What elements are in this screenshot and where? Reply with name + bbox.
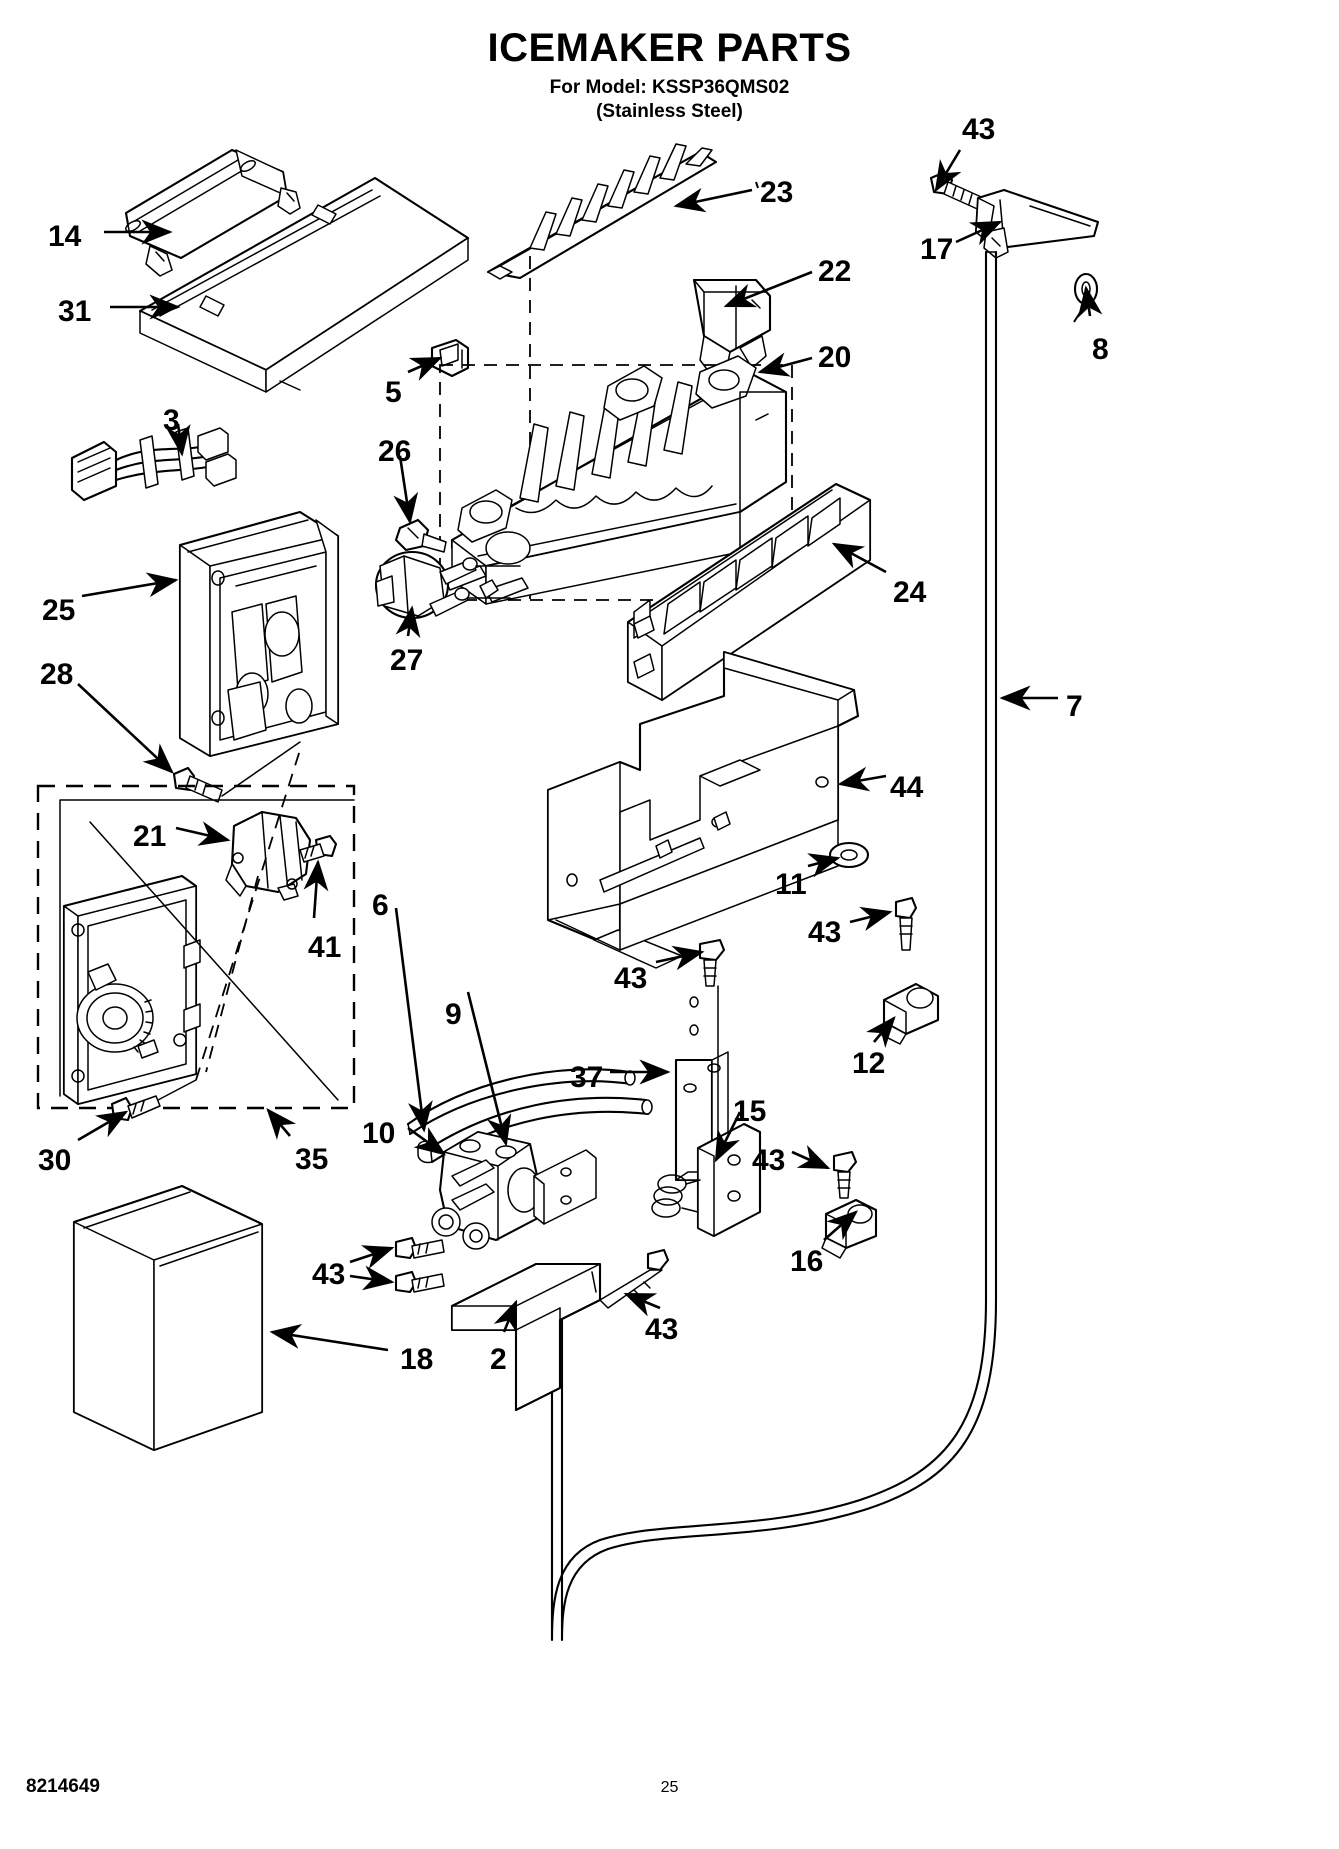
part-43-screw-right-mid — [894, 896, 918, 951]
callout-16: 16 — [790, 1245, 824, 1278]
part-26-bearing-pin — [394, 518, 447, 553]
finish-subtitle: (Stainless Steel) — [596, 100, 743, 122]
title-block: ICEMAKER PARTS For Model: KSSP36QMS02 (S… — [0, 28, 1339, 124]
callout-43-bracket: 43 — [614, 962, 648, 995]
callout-23: 23 — [760, 176, 794, 209]
callout-12: 12 — [852, 1047, 886, 1080]
part-35-motor-mount-plate — [62, 874, 201, 1106]
assembly-line-30 — [157, 1079, 197, 1101]
callout-18: 18 — [400, 1343, 434, 1376]
part-21-icemaker-motor — [225, 810, 312, 901]
group-box-motor-assembly — [36, 784, 356, 1110]
assembly-axis-motor — [195, 749, 301, 1081]
callout-30: 30 — [38, 1144, 72, 1177]
callout-7: 7 — [1066, 690, 1083, 723]
page-title: ICEMAKER PARTS — [487, 26, 852, 70]
callout-8: 8 — [1092, 333, 1109, 366]
part-16-tube-clamp-lower — [821, 1198, 878, 1259]
callout-22: 22 — [818, 255, 852, 288]
model-subtitle: For Model: KSSP36QMS02 — [549, 77, 790, 98]
footer-part-number: 8214649 — [26, 1776, 100, 1797]
part-41-screw — [299, 834, 338, 863]
assembly-reference-lines — [59, 799, 355, 1101]
part-11-grommet-washer — [828, 841, 870, 869]
callout-43-lower-right: 43 — [752, 1144, 786, 1177]
callout-10: 10 — [362, 1117, 396, 1150]
part-12-tube-clamp — [879, 982, 940, 1045]
assembly-axis-motor-2 — [205, 875, 259, 1073]
callout-25: 25 — [42, 594, 76, 627]
part-24-ice-stripper — [626, 482, 872, 702]
callout-37: 37 — [570, 1061, 604, 1094]
callout-6: 6 — [372, 889, 389, 922]
footer-page-number: 25 — [660, 1779, 679, 1796]
callout-27: 27 — [390, 644, 424, 677]
callout-28: 28 — [40, 658, 74, 691]
part-10-water-inlet-valve — [431, 1130, 597, 1250]
callout-43-top-right: 43 — [962, 113, 996, 146]
callout-31: 31 — [58, 295, 92, 328]
callout-3: 3 — [163, 404, 180, 437]
callout-43-right-mid: 43 — [808, 916, 842, 949]
part-7-water-supply-line — [550, 250, 998, 1642]
part-27-drive-motor — [374, 550, 521, 620]
group-box-ice-mold — [439, 364, 793, 601]
callout-35: 35 — [295, 1143, 329, 1176]
callout-43-bottom-center: 43 — [645, 1313, 679, 1346]
callout-11: 11 — [775, 868, 807, 901]
callout-20: 20 — [818, 341, 852, 374]
valve-outlets — [431, 1207, 490, 1250]
part-15-spring-clip-plate — [651, 1122, 762, 1238]
part-18-ice-storage-bin — [72, 1184, 264, 1452]
callout-43-lower-left: 43 — [312, 1258, 346, 1291]
part-43-screw-bottom-right — [832, 1150, 858, 1199]
callout-9: 9 — [445, 998, 462, 1031]
part-20-ice-mold-assembly — [437, 355, 788, 605]
callout-15: 15 — [733, 1095, 767, 1128]
callout-17: 17 — [920, 233, 954, 266]
callout-44: 44 — [890, 771, 924, 804]
part-43-screw-bottom-center — [599, 1248, 670, 1309]
callout-5: 5 — [385, 376, 402, 409]
callout-leaders — [77, 149, 1103, 1352]
part-2-bottom-pan-bracket — [450, 1262, 602, 1412]
part-3-wire-harness — [70, 427, 237, 502]
callout-21: 21 — [133, 820, 167, 853]
callout-14: 14 — [48, 220, 82, 253]
callout-2: 2 — [490, 1343, 507, 1376]
callout-leader-tails — [755, 181, 1089, 323]
part-23-ejector-blade-assembly — [486, 143, 718, 280]
callout-41: 41 — [308, 931, 342, 964]
callout-24: 24 — [893, 576, 927, 609]
part-31-bin-cover-lid — [138, 176, 470, 393]
part-43-screw-bracket-top — [698, 938, 726, 987]
part-43-screws-bottom-left — [394, 1236, 445, 1294]
part-25-control-module-housing — [178, 510, 340, 758]
callout-26: 26 — [378, 435, 412, 468]
part-44-icemaker-support-chassis — [546, 650, 860, 969]
